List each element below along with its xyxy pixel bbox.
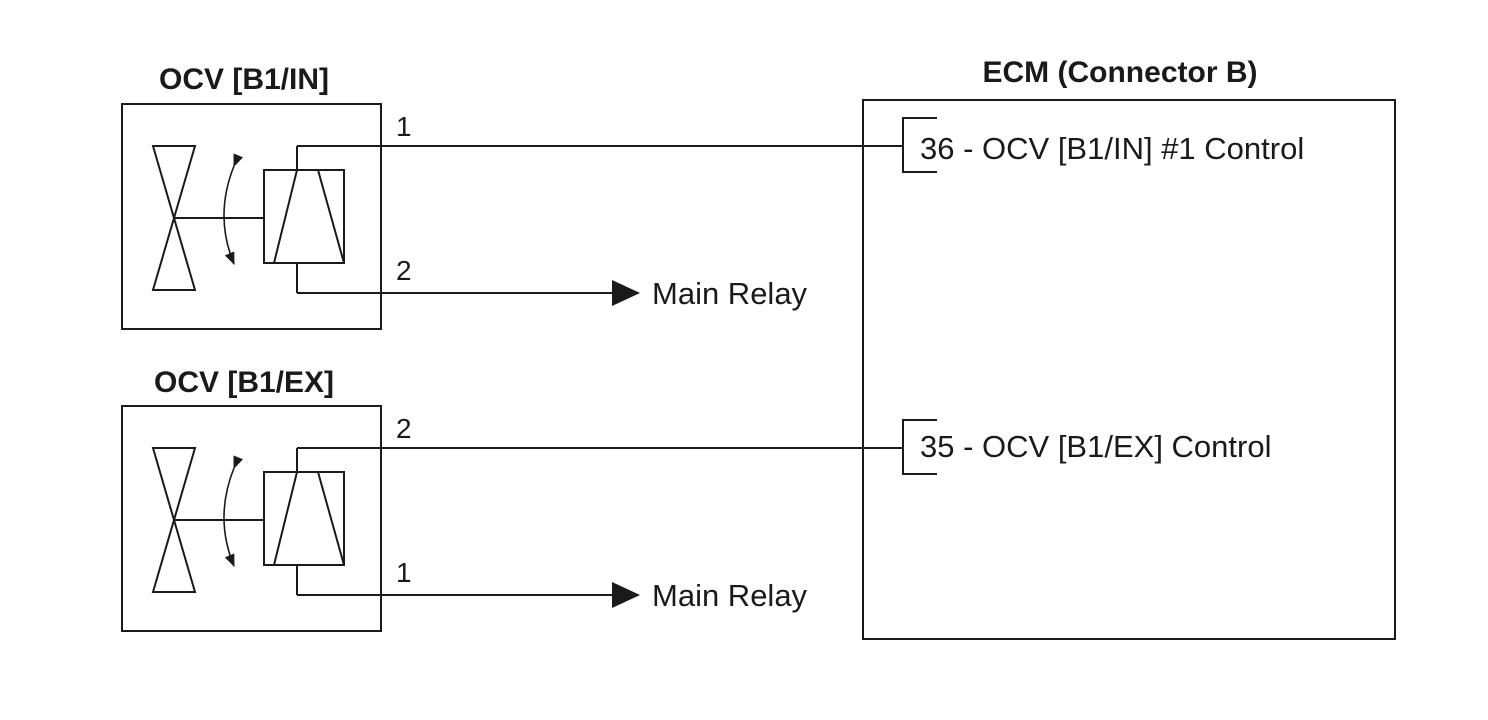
ecm-terminal-36-bracket (902, 117, 937, 173)
solenoid-coil-icon (263, 448, 345, 595)
ocv-b1-ex-pin-top: 2 (396, 413, 412, 444)
rotation-arrow-icon (223, 153, 244, 266)
ecm-terminal-35-label: 35 - OCV [B1/EX] Control (920, 429, 1271, 464)
ecm-title: ECM (Connector B) (983, 56, 1258, 89)
ecm-terminal-36-label: 36 - OCV [B1/IN] #1 Control (920, 131, 1304, 166)
ecm-component: ECM (Connector B) 36 - OCV [B1/IN] #1 Co… (862, 56, 1396, 640)
ocv-b1-in-pin-top: 1 (396, 111, 412, 142)
ocv-b1-in-pin-bottom: 2 (396, 255, 412, 286)
butterfly-valve-icon (151, 145, 264, 291)
ocv-b1-in-component: OCV [B1/IN] 1 2 Main Relay (121, 63, 903, 330)
ocv-b1-ex-relay-label: Main Relay (652, 578, 808, 613)
ocv-b1-ex-pin-bottom: 1 (396, 557, 412, 588)
ocv-b1-in-housing (121, 103, 382, 330)
ocv-b1-in-relay-label: Main Relay (652, 276, 808, 311)
arrowhead-icon (612, 582, 640, 608)
ocv-b1-ex-component: OCV [B1/EX] 2 1 Main Relay (121, 366, 903, 632)
ocv-b1-ex-title: OCV [B1/EX] (154, 366, 334, 399)
solenoid-coil-icon (263, 146, 345, 293)
arrowhead-icon (612, 280, 640, 306)
ocv-b1-in-title: OCV [B1/IN] (159, 63, 329, 96)
ecm-terminal-35-bracket (902, 419, 937, 475)
butterfly-valve-icon (151, 447, 264, 593)
ocv-b1-ex-housing (121, 405, 382, 632)
ecm-housing (862, 99, 1396, 640)
rotation-arrow-icon (223, 455, 244, 568)
